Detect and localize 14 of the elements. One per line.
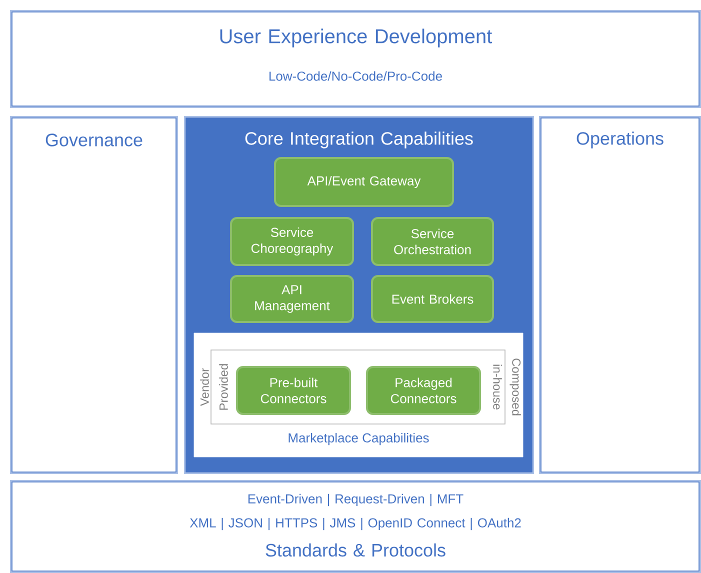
band-box: Event-Driven | Request-Driven | MFT XML | JSON | HTTPS | JMS | OpenID Connect | OAuth2 Standards & Protocols [10,480,701,573]
capability-box: Packaged Connectors [366,366,481,415]
capability-box: API Management [230,275,354,323]
side-label: Composed in-house [493,358,521,416]
capability-box: Pre-built Connectors [236,366,351,415]
column-box: Governance [10,116,178,474]
column-box: Operations [539,116,701,474]
band-box: User Experience Development Low-Code/No-Code/Pro-Code [10,10,701,108]
side-label: Vendor Provided [200,364,228,410]
capability-box: Service Choreography [230,217,354,266]
connector-frame [210,350,506,424]
capability-box: Event Brokers [371,275,494,323]
capability-box: Service Orchestration [371,217,494,266]
capability-box: API/Event Gateway [274,157,454,207]
